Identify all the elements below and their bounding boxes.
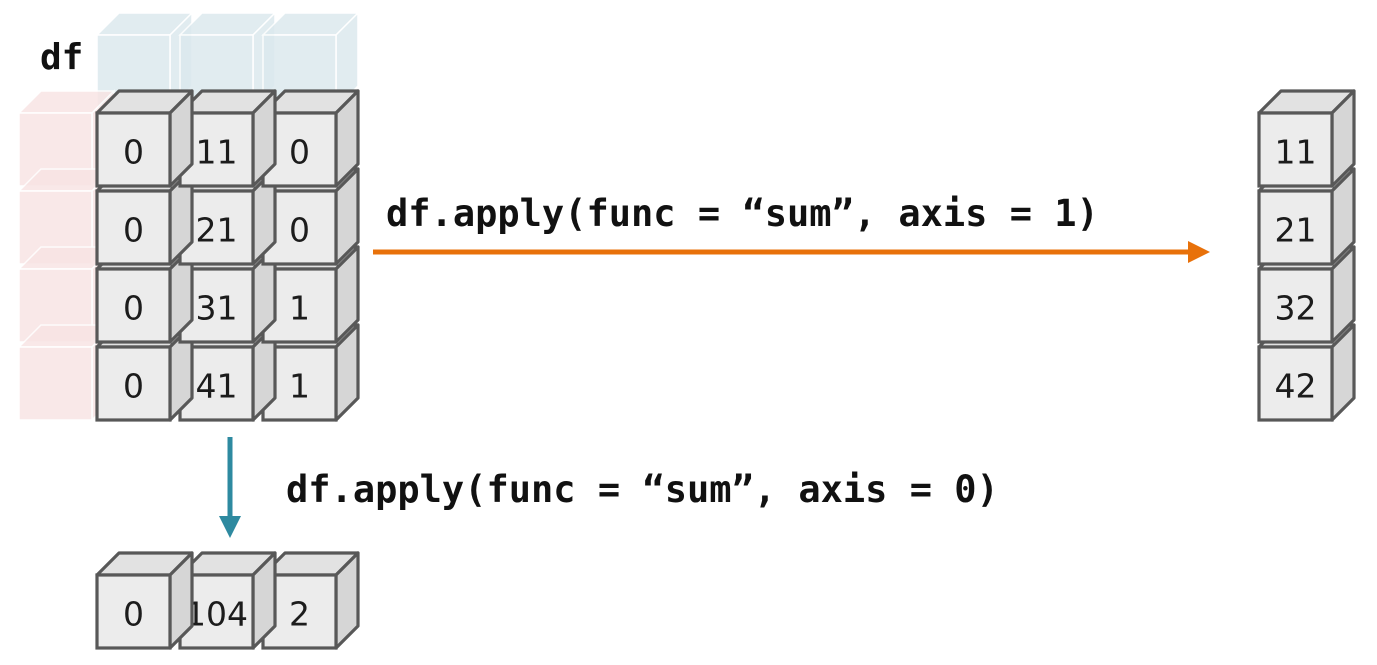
row-sum-cube: 11 <box>1259 91 1354 186</box>
cube-value: 21 <box>196 211 238 250</box>
cube-value: 2 <box>289 595 310 634</box>
cube-value: 21 <box>1275 211 1317 250</box>
cube-value: 0 <box>123 133 144 172</box>
cube-value: 1 <box>289 289 310 328</box>
cube-layer: 1 41 0 1 31 0 0 21 0 0 11 0 42 32 21 11 2 104 0 <box>97 91 1354 648</box>
cube-value: 42 <box>1275 367 1317 406</box>
cube-value: 0 <box>123 289 144 328</box>
cube-value: 41 <box>196 367 238 406</box>
axis0-arrow-head <box>219 516 241 538</box>
df-cell-cube: 0 <box>97 91 192 186</box>
column-sum-cube: 104 <box>180 553 275 648</box>
cube-value: 11 <box>1275 133 1317 172</box>
cube-value: 31 <box>196 289 238 328</box>
cube-value: 0 <box>123 595 144 634</box>
cube-value: 1 <box>289 367 310 406</box>
axis1-code-label: df.apply(func = “sum”, axis = 1) <box>386 195 1099 232</box>
df-cell-cube: 0 <box>263 91 358 186</box>
dataframe-label: df <box>40 40 83 76</box>
cube-value: 0 <box>289 211 310 250</box>
cube-value: 0 <box>289 133 310 172</box>
cube-value: 0 <box>123 211 144 250</box>
axis1-arrow-head <box>1188 241 1210 263</box>
df-cell-cube: 11 <box>180 91 275 186</box>
cube-value: 32 <box>1275 289 1317 328</box>
cube-value: 11 <box>196 133 238 172</box>
column-sum-cube: 2 <box>263 553 358 648</box>
axis0-code-label: df.apply(func = “sum”, axis = 0) <box>286 471 999 508</box>
column-sum-cube: 0 <box>97 553 192 648</box>
cube-value: 104 <box>185 595 248 634</box>
cube-value: 0 <box>123 367 144 406</box>
